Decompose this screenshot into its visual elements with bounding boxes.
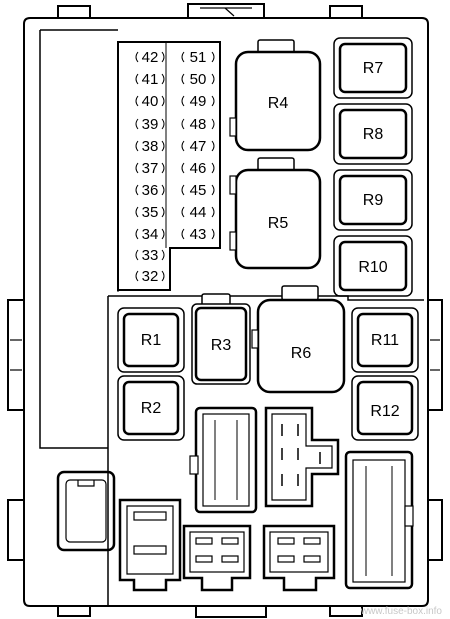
fuse-label: 42 [142, 49, 159, 66]
top-tab-right [329, 5, 363, 19]
right-tab-2 [427, 499, 443, 561]
fuse-label: 48 [190, 116, 207, 133]
bottom-tab-center [195, 605, 267, 618]
connector-f [182, 524, 252, 592]
relay-r2: R2 [117, 375, 185, 441]
relay-r9: R9 [333, 169, 413, 231]
relay-label-r5: R5 [268, 215, 289, 232]
relay-r7: R7 [333, 37, 413, 99]
fuse-column-left: 42 41 40 39 38 37 36 35 34 33 32 [142, 49, 159, 285]
relay-r1: R1 [117, 307, 185, 373]
connector-c [344, 450, 414, 590]
top-tab-center [187, 3, 265, 19]
fuse-label: 51 [190, 49, 207, 66]
right-tab-1 [427, 299, 443, 411]
connector-b [264, 406, 340, 508]
fuse-label: 39 [142, 116, 159, 133]
relay-label-r12: R12 [370, 403, 399, 420]
fuse-column-right: 51 50 49 48 47 46 45 44 43 [190, 49, 207, 243]
bottom-tab-left [57, 605, 91, 617]
relay-label-r8: R8 [363, 126, 384, 143]
fuse-label: 45 [190, 182, 207, 199]
fuse-label: 32 [142, 268, 159, 285]
relay-label-r3: R3 [211, 337, 232, 354]
fuse-label: 34 [142, 226, 159, 243]
relay-r3: R3 [191, 293, 251, 385]
fuse-label: 38 [142, 138, 159, 155]
fuse-label: 46 [190, 160, 207, 177]
relay-label-r6: R6 [291, 345, 312, 362]
fuse-label: 43 [190, 226, 207, 243]
connector-g [262, 524, 336, 592]
relay-label-r1: R1 [141, 332, 162, 349]
fuse-label: 50 [190, 71, 207, 88]
housing-outline [23, 17, 429, 607]
watermark: www.fuse-box.info [360, 606, 443, 617]
relay-r5: R5 [229, 157, 322, 270]
fuse-label: 40 [142, 93, 159, 110]
relay-label-r7: R7 [363, 60, 384, 77]
fuse-label: 44 [190, 204, 207, 221]
relay-r11: R11 [351, 307, 419, 373]
relay-label-r10: R10 [358, 259, 387, 276]
relay-label-r4: R4 [268, 95, 289, 112]
fuse-label: 36 [142, 182, 159, 199]
connector-d [56, 470, 116, 552]
fuse-label: 33 [142, 247, 159, 264]
relay-label-r11: R11 [371, 332, 399, 349]
bottom-tab-right [329, 605, 363, 617]
fuse-label: 41 [142, 71, 159, 88]
fuse-label: 35 [142, 204, 159, 221]
relay-label-r2: R2 [141, 400, 162, 417]
relay-r6: R6 [251, 285, 346, 394]
left-tab-1 [7, 299, 25, 411]
relay-r8: R8 [333, 103, 413, 165]
fuse-label: 47 [190, 138, 207, 155]
fuse-label: 49 [190, 93, 207, 110]
housing [7, 3, 443, 618]
relay-r4: R4 [229, 39, 322, 152]
relay-r10: R10 [333, 235, 413, 297]
left-tab-2 [7, 499, 25, 561]
left-panel [39, 29, 118, 449]
fuse-label: 37 [142, 160, 159, 177]
relay-label-r9: R9 [363, 192, 384, 209]
top-tab-left [57, 5, 91, 19]
connector-e [118, 498, 182, 592]
connector-a [189, 406, 258, 514]
relay-r12: R12 [351, 375, 419, 441]
